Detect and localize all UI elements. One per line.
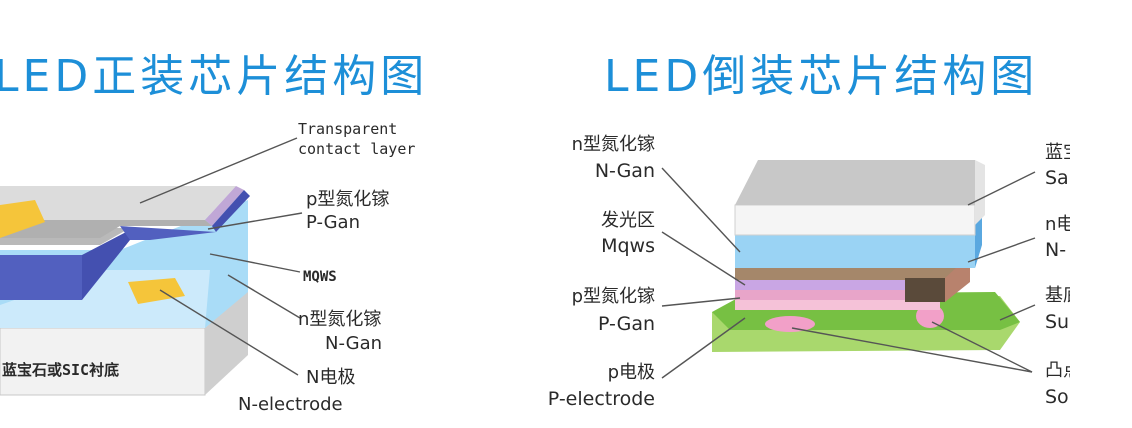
- flip-bump-en: So: [1045, 386, 1069, 408]
- n-electrode-pad: [128, 278, 185, 304]
- substrate-side: [205, 290, 248, 395]
- front-n-gan-cn: n型氮化镓: [298, 309, 381, 330]
- flip-p-electrode-cn: p电极: [608, 362, 655, 383]
- mqws-lower: [0, 255, 82, 300]
- solder-bump-left: [765, 316, 815, 332]
- flip-chip-diagram: n型氮化镓 N-Gan 发光区 Mqws p型氮化镓 P-Gan p电极 P-e…: [548, 134, 1081, 410]
- front-chip-diagram: Transparent contact layer p型氮化镓 P-Gan MQ…: [0, 120, 415, 415]
- flip-mqw-en: Mqws: [601, 235, 655, 257]
- mqws-step: [82, 230, 130, 300]
- p-gan-edge: [205, 186, 244, 226]
- flip-substrate-en: Su: [1045, 311, 1069, 333]
- flip-sapphire-en: Sa: [1045, 167, 1069, 189]
- front-p-gan-cn: p型氮化镓: [306, 189, 389, 210]
- flip-n-gan-cn: n型氮化镓: [572, 134, 655, 155]
- n-electrode-block: [905, 278, 945, 302]
- front-mqws-label: MQWS: [303, 269, 337, 285]
- sapphire-front: [734, 204, 976, 236]
- sapphire-top: [735, 160, 975, 205]
- n-gan-layer-flip: [735, 235, 975, 268]
- flip-mqw-cn: 发光区: [601, 210, 655, 231]
- flip-chip-title: LED倒装芯片结构图: [604, 51, 1039, 102]
- transparent-label-line2: contact layer: [298, 140, 415, 158]
- contact-top: [0, 186, 236, 220]
- p-electrode-lower: [735, 300, 940, 310]
- flip-n-electrode-cn: n电: [1045, 214, 1074, 235]
- substrate-label: 蓝宝石或SIC衬底: [2, 361, 119, 379]
- sapphire-side: [975, 160, 985, 225]
- right-crop-mask: [1070, 120, 1132, 428]
- front-n-electrode-cn: N电极: [306, 367, 355, 388]
- mqw-layer: [735, 268, 960, 280]
- p-gan-layer: [735, 278, 905, 290]
- front-p-gan-en: P-Gan: [306, 212, 360, 233]
- mqws-edge: [212, 190, 250, 232]
- mesa-front: [0, 220, 212, 238]
- flip-p-gan-cn: p型氮化镓: [572, 286, 655, 307]
- flip-leader-lines: [661, 167, 1036, 379]
- flip-n-gan-en: N-Gan: [595, 160, 655, 182]
- front-chip-title: LED正装芯片结构图: [0, 51, 429, 102]
- flip-n-electrode-en: N-: [1045, 239, 1066, 261]
- front-leader-lines: [139, 137, 303, 376]
- flip-p-gan-en: P-Gan: [598, 313, 655, 335]
- mqws-front: [120, 226, 216, 240]
- transparent-label-line1: Transparent: [298, 120, 397, 138]
- front-n-electrode-en: N-electrode: [238, 394, 343, 415]
- flip-p-electrode-en: P-electrode: [548, 388, 655, 410]
- p-electrode-pad: [0, 200, 45, 238]
- front-n-gan-en: N-Gan: [325, 333, 382, 354]
- p-electrode-layer: [735, 288, 940, 300]
